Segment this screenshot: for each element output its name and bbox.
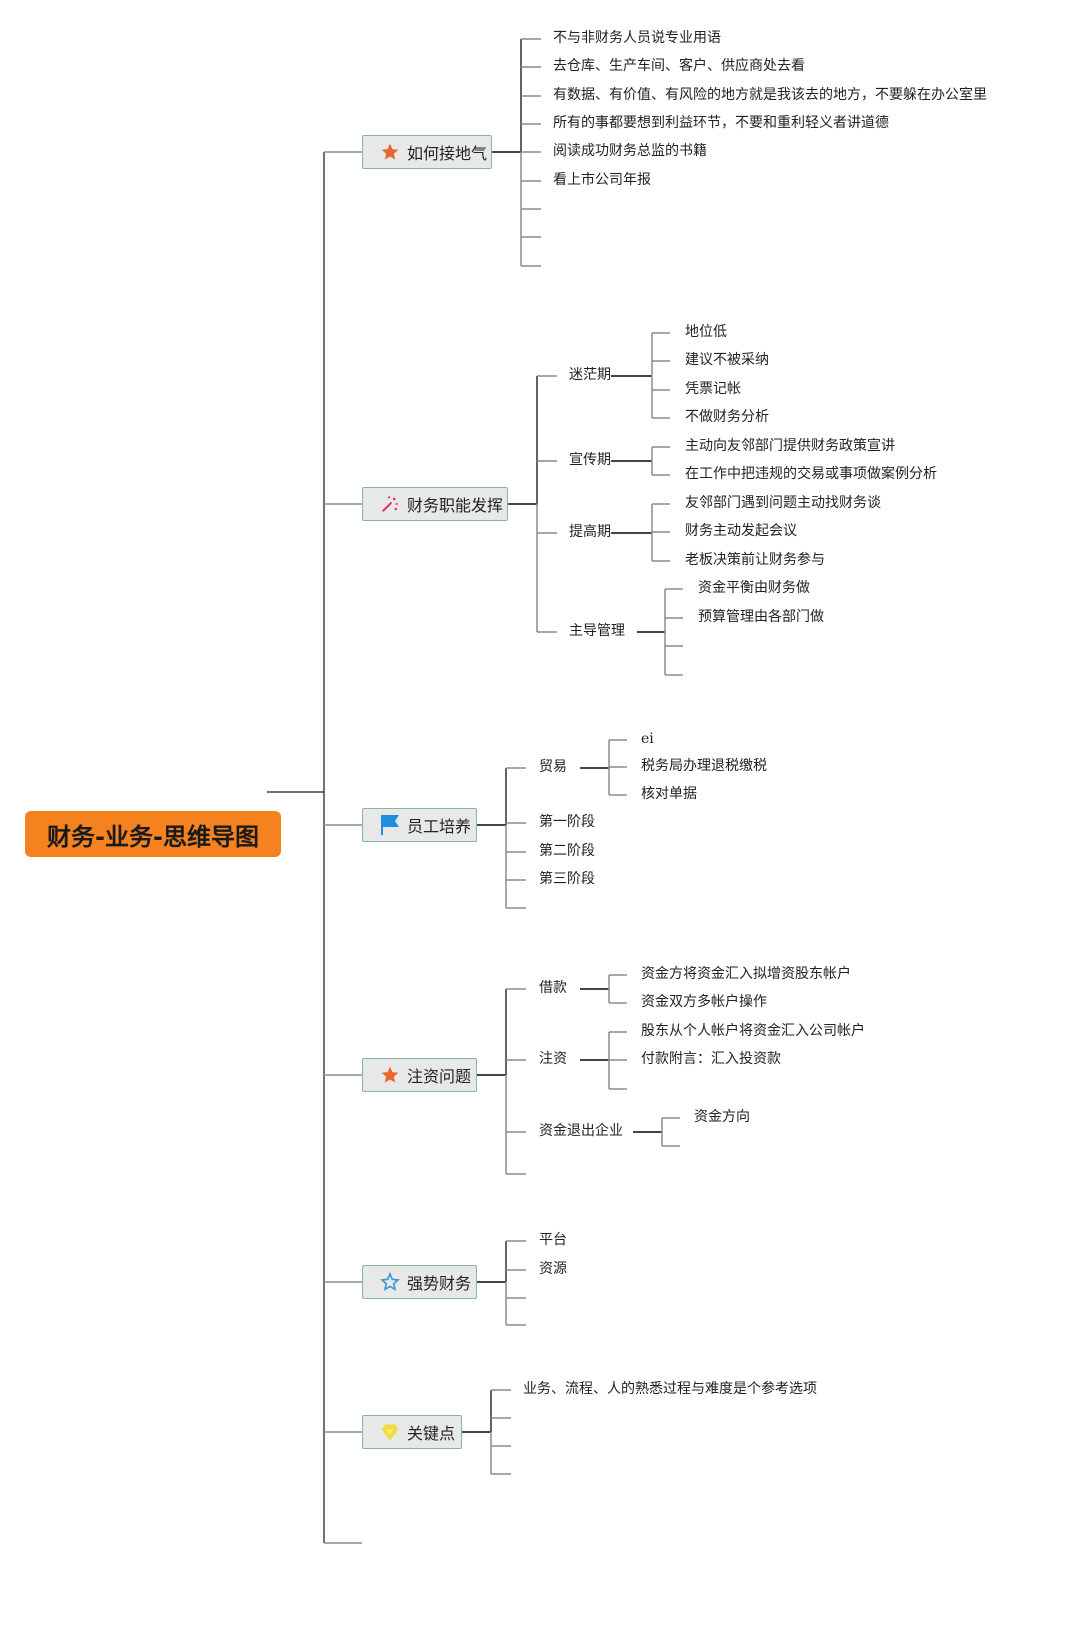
subtopic-label[interactable]: 宣传期 <box>569 452 611 468</box>
gem-yellow-icon <box>379 1421 401 1443</box>
leaf-label[interactable]: ei <box>641 731 654 747</box>
root-title: 财务-业务-思维导图 <box>47 822 259 851</box>
topic-label: 财务职能发挥 <box>407 496 504 515</box>
subtopic-label[interactable]: 注资 <box>539 1051 567 1067</box>
subtopic-label[interactable]: 资金退出企业 <box>539 1123 623 1139</box>
leaf-label[interactable]: 建议不被采纳 <box>685 352 769 368</box>
leaf-label[interactable]: 资源 <box>539 1261 567 1277</box>
flag-blue-icon <box>379 814 401 836</box>
topic-b4[interactable]: 注资问题 <box>362 1058 477 1092</box>
topic-b3[interactable]: 员工培养 <box>362 808 477 842</box>
topic-b2[interactable]: 财务职能发挥 <box>362 487 508 521</box>
leaf-label[interactable]: 主动向友邻部门提供财务政策宣讲 <box>685 438 895 454</box>
subtopic-label[interactable]: 提高期 <box>569 524 611 540</box>
leaf-label[interactable]: 业务、流程、人的熟悉过程与难度是个参考选项 <box>523 1381 817 1397</box>
star-orange-icon <box>379 141 401 163</box>
leaf-label[interactable]: 财务主动发起会议 <box>685 523 797 539</box>
leaf-label[interactable]: 不与非财务人员说专业用语 <box>553 30 721 46</box>
topic-b6[interactable]: 关键点 <box>362 1415 462 1449</box>
leaf-label[interactable]: 友邻部门遇到问题主动找财务谈 <box>685 495 881 511</box>
root-topic[interactable]: 财务-业务-思维导图 <box>25 811 281 857</box>
subtopic-label[interactable]: 主导管理 <box>569 623 625 639</box>
leaf-label[interactable]: 去仓库、生产车间、客户、供应商处去看 <box>553 58 805 74</box>
subtopic-label[interactable]: 贸易 <box>539 759 567 775</box>
leaf-label[interactable]: 付款附言：汇入投资款 <box>641 1051 781 1067</box>
leaf-label[interactable]: 凭票记帐 <box>685 381 741 397</box>
leaf-label[interactable]: 阅读成功财务总监的书籍 <box>553 143 707 159</box>
leaf-label[interactable]: 地位低 <box>685 324 727 340</box>
topic-label: 强势财务 <box>407 1274 472 1293</box>
star-outline-blue-icon <box>379 1271 401 1293</box>
leaf-label[interactable]: 在工作中把违规的交易或事项做案例分析 <box>685 466 937 482</box>
leaf-label[interactable]: 看上市公司年报 <box>553 172 651 188</box>
star-orange-icon <box>379 1064 401 1086</box>
leaf-label[interactable]: 所有的事都要想到利益环节，不要和重利轻义者讲道德 <box>553 115 889 131</box>
leaf-label[interactable]: 预算管理由各部门做 <box>698 609 824 625</box>
leaf-label[interactable]: 老板决策前让财务参与 <box>685 552 825 568</box>
leaf-label[interactable]: 股东从个人帐户将资金汇入公司帐户 <box>641 1023 865 1039</box>
subtopic-label[interactable]: 借款 <box>539 980 567 996</box>
topic-label: 员工培养 <box>407 817 472 836</box>
leaf-label[interactable]: 第二阶段 <box>539 843 595 859</box>
leaf-label[interactable]: 平台 <box>539 1232 567 1248</box>
topic-label: 关键点 <box>407 1424 456 1443</box>
topic-label: 如何接地气 <box>407 144 488 163</box>
leaf-label[interactable]: 第三阶段 <box>539 871 595 887</box>
subtopic-label[interactable]: 迷茫期 <box>569 367 611 383</box>
leaf-label[interactable]: 资金方将资金汇入拟增资股东帐户 <box>641 966 851 982</box>
leaf-label[interactable]: 资金方向 <box>694 1109 750 1125</box>
leaf-label[interactable]: 资金双方多帐户操作 <box>641 994 767 1010</box>
leaf-label[interactable]: 资金平衡由财务做 <box>698 580 810 596</box>
topic-b5[interactable]: 强势财务 <box>362 1265 477 1299</box>
leaf-label[interactable]: 不做财务分析 <box>685 409 769 425</box>
topic-label: 注资问题 <box>407 1067 472 1086</box>
leaf-label[interactable]: 税务局办理退税缴税 <box>641 758 767 774</box>
leaf-label[interactable]: 第一阶段 <box>539 814 595 830</box>
leaf-label[interactable]: 核对单据 <box>641 786 697 802</box>
topic-b1[interactable]: 如何接地气 <box>362 135 492 169</box>
leaf-label[interactable]: 有数据、有价值、有风险的地方就是我该去的地方，不要躲在办公室里 <box>553 87 987 103</box>
magic-wand-icon <box>379 493 401 515</box>
